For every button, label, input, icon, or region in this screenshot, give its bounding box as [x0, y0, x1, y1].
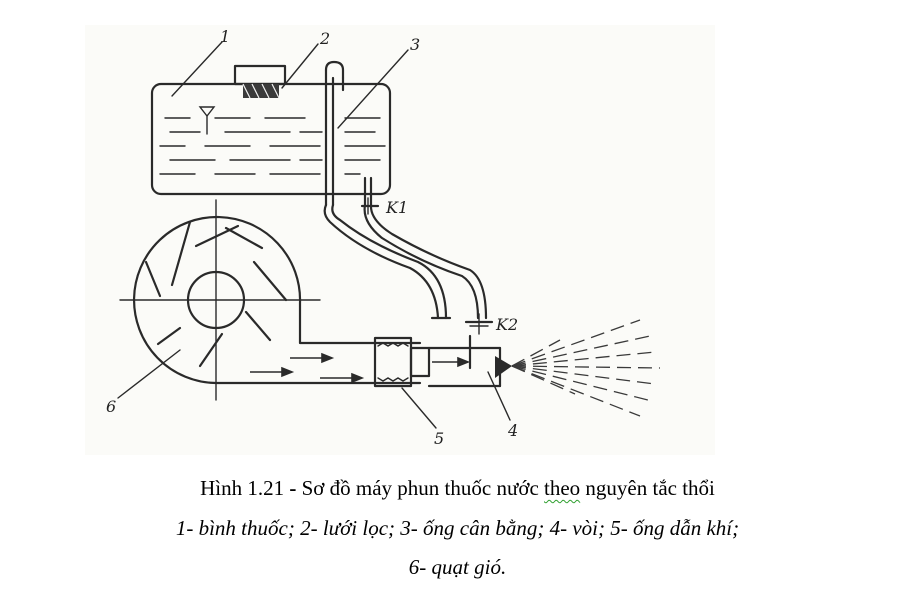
callout-4: 4 [507, 421, 518, 440]
figure-caption-title: Hình 1.21 - Sơ đồ máy phun thuốc nước th… [0, 476, 915, 501]
title-text-part1: Sơ đồ máy phun thuốc nước [301, 476, 545, 500]
filler-cap-strainer [233, 64, 287, 99]
drawing-background [85, 25, 715, 455]
callout-6: 6 [106, 397, 116, 416]
nozzle [468, 334, 512, 388]
figure-legend-line1: 1- bình thuốc; 2- lưới lọc; 3- ống cân b… [175, 516, 740, 540]
callout-k1: K1 [385, 198, 408, 217]
spray-cone [511, 319, 661, 417]
title-spellcheck-word: theo [544, 476, 581, 500]
callout-k2: K2 [495, 315, 518, 334]
balance-pipe [324, 60, 345, 207]
leader-lines [117, 41, 511, 429]
callout-3: 3 [410, 35, 420, 54]
figure-number: Hình 1.21 [200, 476, 285, 500]
callout-5: 5 [434, 429, 444, 448]
hoses [323, 203, 494, 335]
air-duct-coupling [373, 336, 502, 388]
title-separator: - [284, 476, 302, 500]
callout-1: 1 [220, 27, 230, 46]
airflow-arrows [250, 352, 471, 384]
fan-housing [119, 199, 422, 401]
title-text-part2: nguyên tắc thổi [580, 476, 715, 500]
figure-legend-line2: 6- quạt gió. [408, 555, 507, 579]
sprayer-diagram: 1 2 3 4 5 6 K1 K2 [85, 25, 715, 455]
callout-2: 2 [319, 29, 330, 48]
